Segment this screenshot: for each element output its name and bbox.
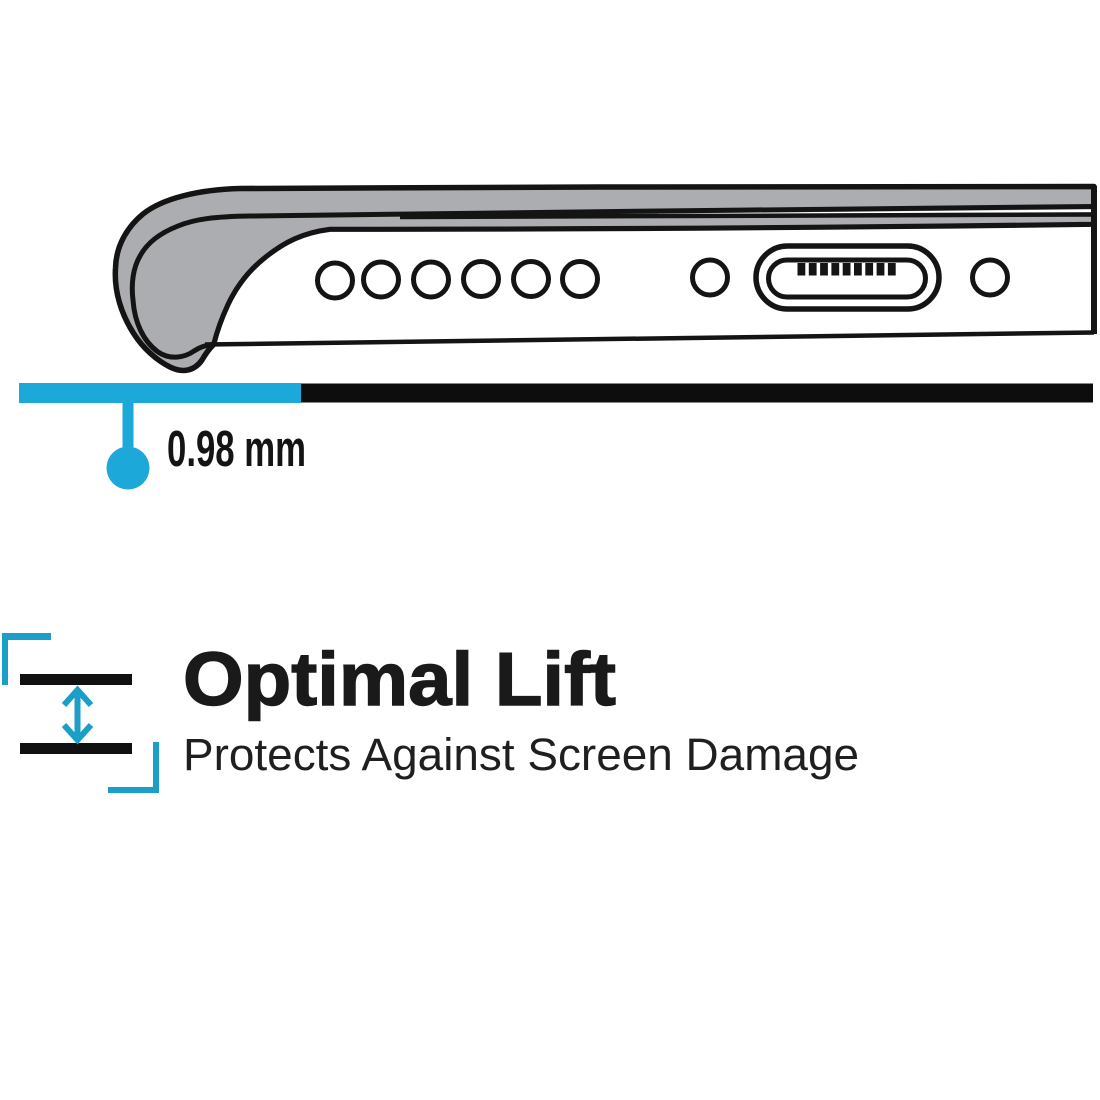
- svg-text:Optimal Lift: Optimal Lift: [183, 637, 616, 721]
- svg-text:0.98 mm: 0.98 mm: [167, 420, 306, 477]
- svg-text:Protects Against Screen Damage: Protects Against Screen Damage: [183, 729, 859, 780]
